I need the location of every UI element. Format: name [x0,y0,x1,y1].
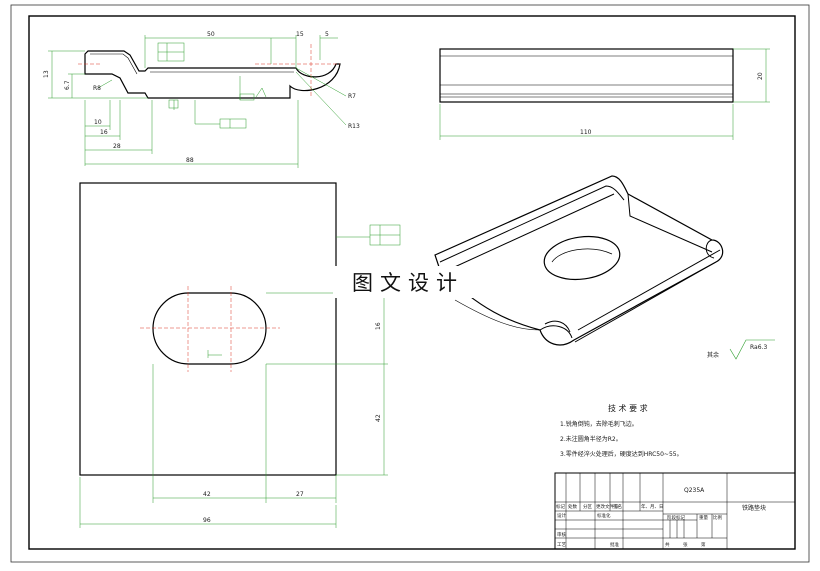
tech-requirements: 技 术 要 求 1.锐角倒钝，去除毛刺飞边。 2.未注圆角半径为R2。 3.零件… [560,403,683,458]
inner-frame [28,15,796,550]
row-process: 工艺 [557,542,566,548]
stage-label: 阶段标记 [667,514,685,521]
outer-frame [10,4,810,563]
dim-6-7: 6.7 [64,80,71,90]
col-zone: 分区 [583,503,592,510]
dim-28: 28 [113,143,121,150]
dim-r8: R8 [93,85,101,92]
sheet-total-label: 共 [665,541,670,548]
dim-plan-42v: 42 [375,414,382,422]
approve-label: 批准 [610,541,619,548]
row-design: 设计 [557,512,566,519]
tech-item-1: 1.锐角倒钝，去除毛刺飞边。 [560,420,638,428]
side-profile-view: 50 15 5 13 6.7 R8 R7 R13 10 16 28 88 [43,31,360,168]
dim-20: 20 [757,72,764,80]
tech-item-3: 3.零件经淬火处理后，硬度达到HRC50~55。 [560,450,683,458]
dim-r7: R7 [348,93,356,100]
dim-10: 10 [94,119,102,126]
dim-16: 16 [100,129,108,136]
title-block: Q235A 铁路垫块 标记 处数 分区 更改文件号 签名 年、月、日 设计 审核… [554,472,796,550]
dim-15: 15 [296,31,304,38]
dim-50: 50 [207,31,215,38]
dim-plan-27: 27 [296,491,304,498]
dim-plan-42h: 42 [203,491,211,498]
col-date: 年、月、日 [641,503,664,510]
plan-view: 16 42 42 27 96 [79,182,401,528]
dim-5: 5 [325,31,329,38]
tech-title: 技 术 要 求 [608,403,648,413]
part-name: 铁路垫块 [742,504,766,512]
dim-plan-16: 16 [375,322,382,330]
tech-item-2: 2.未注圆角半径为R2。 [560,435,622,443]
dim-r13: R13 [348,123,360,130]
weight-label: 重量 [699,514,708,521]
material: Q235A [684,487,705,494]
front-view: 20 110 [439,48,770,140]
roughness-value: Ra6.3 [750,344,767,351]
sheet-page-label: 张 [683,541,688,548]
roughness-note: 其余 Ra6.3 [707,339,775,360]
col-sign: 签名 [613,503,622,510]
dim-88: 88 [186,157,194,164]
roughness-label: 其余 [707,351,719,359]
col-count: 处数 [568,503,577,510]
watermark-banner: 图文设计 [333,266,483,298]
dim-13: 13 [43,70,50,78]
scale-label: 比例 [713,514,722,521]
dim-110: 110 [580,129,592,136]
row-review: 审核 [557,531,566,538]
dim-plan-96: 96 [203,517,211,524]
isometric-view [434,175,724,346]
sheet-seq-label: 第 [701,541,706,548]
std-label: 标准化 [597,512,611,519]
col-change-doc: 更改文件号 [596,503,619,510]
col-mark: 标记 [556,503,565,510]
